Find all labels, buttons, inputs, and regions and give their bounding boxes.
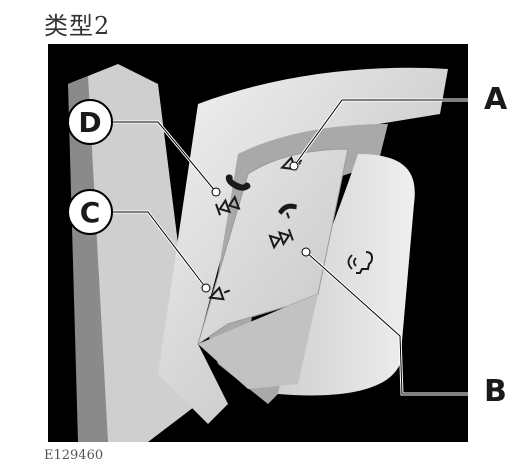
leader-dots: [201, 161, 311, 293]
control-bezel: [158, 67, 448, 425]
callout-c: C: [67, 189, 113, 235]
callout-b-label: B: [484, 374, 507, 409]
page-heading: 类型2: [44, 12, 111, 40]
voice-command-icon[interactable]: [347, 251, 374, 274]
callout-d: D: [67, 99, 113, 145]
seek-back-icon[interactable]: [215, 194, 241, 216]
seek-forward-icon[interactable]: [268, 228, 294, 250]
steering-wheel-controls-figure: D C: [48, 44, 468, 442]
figure-reference: E129460: [44, 448, 104, 463]
callout-c-label: C: [80, 196, 101, 229]
phone-accept-icon[interactable]: [225, 169, 252, 196]
leader-lines-inner: [112, 99, 468, 395]
button-panel-lower: [198, 294, 318, 389]
wheel-spoke-shadow: [68, 76, 108, 442]
volume-down-icon[interactable]: [207, 285, 232, 303]
callout-d-label: D: [78, 106, 101, 139]
voice-pad: [278, 154, 415, 396]
illustration: D C: [67, 64, 468, 442]
phone-end-icon[interactable]: [277, 201, 301, 221]
callout-a-label: A: [484, 82, 508, 117]
